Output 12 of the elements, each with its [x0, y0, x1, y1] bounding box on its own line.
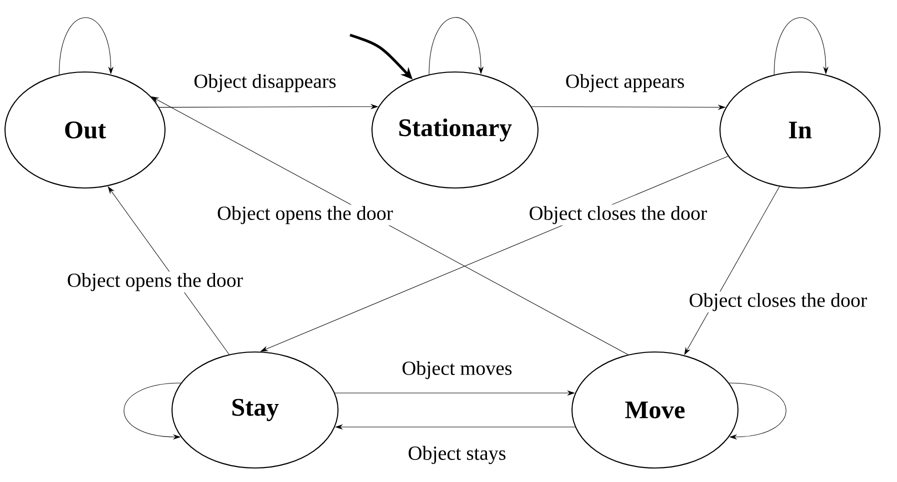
- edge-label: Object closes the door: [528, 204, 708, 226]
- edge-label: Object appears: [564, 72, 686, 94]
- self-loop-arrow: [728, 382, 786, 440]
- edge-label: Object disappears: [192, 72, 338, 94]
- edge-label: Object closes the door: [688, 292, 868, 312]
- self-loop-arrow: [58, 17, 114, 75]
- self-loop-arrow: [428, 17, 484, 75]
- edge-label: Object opens the door: [216, 204, 394, 226]
- edge-label: Object stays: [406, 444, 508, 466]
- self-loop-arrow: [774, 17, 829, 75]
- edge-label: Object moves: [400, 360, 514, 380]
- edge-label: Object opens the door: [66, 272, 244, 292]
